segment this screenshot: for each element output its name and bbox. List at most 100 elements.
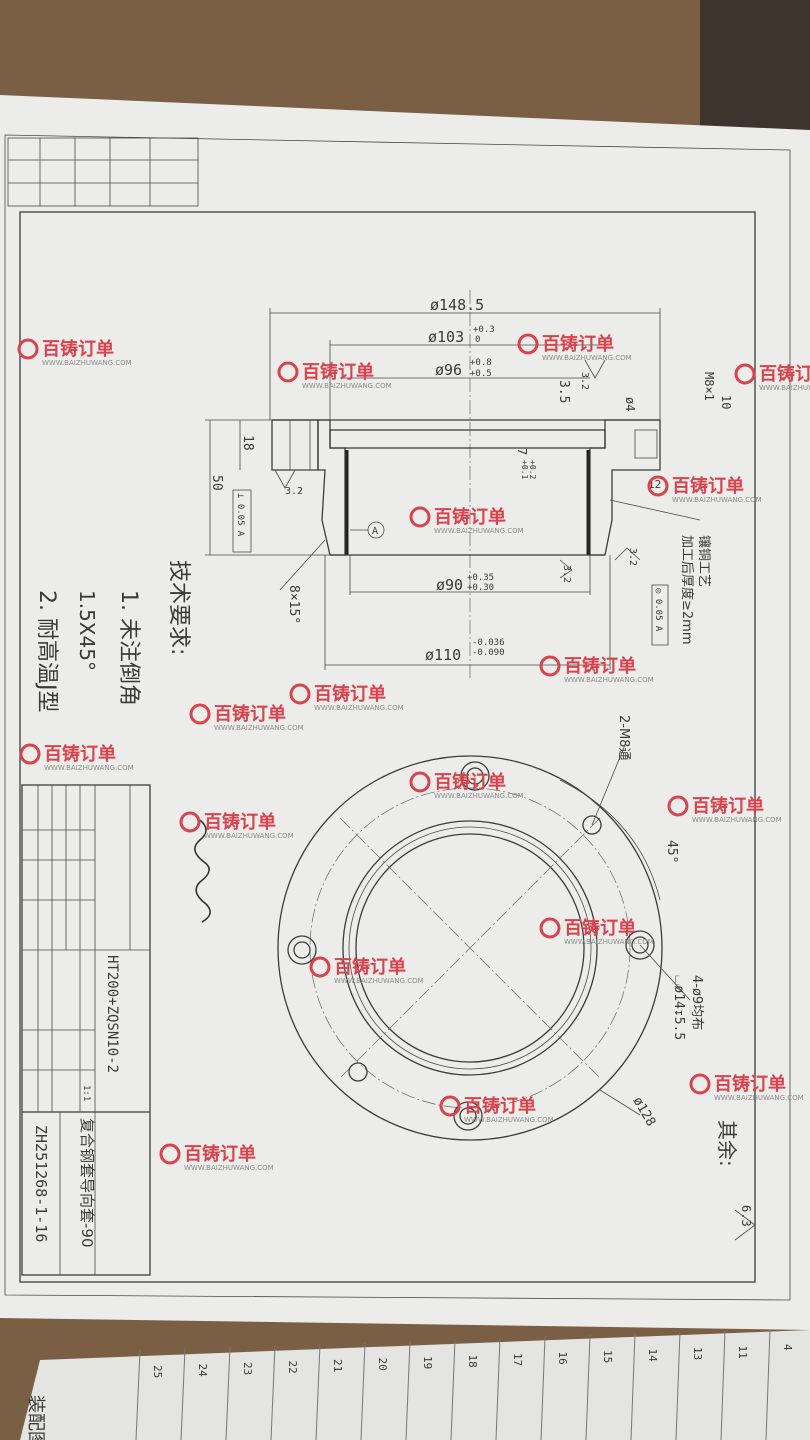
title-block: HT200+ZQSN10-2 1:1 复合钢套导向套-90 ZH251268-1…: [21, 784, 151, 1276]
part-name: 复合钢套导向套-90: [78, 1118, 96, 1248]
watermark-url: WWW.BAIZHUWANG.COM: [564, 676, 654, 684]
dim-7: 7: [515, 448, 529, 455]
watermark-logo-icon: [19, 743, 41, 765]
watermark-logo-icon: [179, 811, 201, 833]
tol-upper: -0.036: [472, 638, 505, 648]
row-divider: [630, 1333, 636, 1440]
row-divider: [495, 1337, 501, 1440]
material-spec: HT200+ZQSN10-2: [104, 955, 120, 1073]
watermark-logo-icon: [159, 1143, 181, 1165]
watermark-brand: 百铸订单: [434, 771, 506, 793]
watermark-brand: 百铸订单: [759, 363, 810, 385]
row-divider: [135, 1349, 141, 1440]
roughness-symbols: 3.2 3.2 3.2 3.2: [274, 359, 641, 583]
roughness-value: 3.2: [561, 565, 572, 583]
row-divider: [270, 1345, 276, 1440]
drawing-frame: [19, 211, 756, 1283]
dim-flange-dia: ø148.5: [430, 296, 484, 314]
watermark-brand: 百铸订单: [564, 917, 636, 939]
perpendicularity-callout: ⊥ 0.05 A: [235, 493, 245, 537]
watermark-brand: 百铸订单: [184, 1143, 256, 1165]
watermark-brand: 百铸订单: [214, 703, 286, 725]
watermark-logo-icon: [439, 1095, 461, 1117]
drawing-number: ZH251268-1-16: [32, 1125, 50, 1242]
row-divider: [675, 1331, 681, 1440]
watermark-brand: 百铸订单: [692, 795, 764, 817]
outer-frame: [4, 134, 791, 1301]
dark-corner: [700, 0, 810, 140]
holes-note: 4-ø9均布: [689, 975, 704, 1030]
row-divider: [720, 1330, 726, 1440]
watermark-brand: 百铸订单: [542, 333, 614, 355]
note-copper-process: 镶铜工艺: [696, 535, 712, 587]
row-number: 20: [376, 1358, 389, 1371]
watermark-url: WWW.BAIZHUWANG.COM: [184, 1164, 274, 1172]
bottom-plan-view: 2-M8通 45° 4-ø9均布 ⌴ø14↧5.5 ø128: [194, 715, 704, 1141]
bottom-caption: 装配图: [25, 1395, 46, 1440]
watermark-brand: 百铸订单: [672, 475, 744, 497]
tech-req-title: 技术要求:: [166, 560, 191, 655]
row-divider: [225, 1346, 231, 1440]
watermark-url: WWW.BAIZHUWANG.COM: [42, 359, 132, 367]
tol-lower: -0.090: [472, 648, 505, 658]
dim-hole: ø4: [623, 397, 637, 411]
counterbore-note: ⌴ø14↧5.5: [671, 975, 686, 1040]
watermark-brand: 百铸订单: [434, 506, 506, 528]
bolt-holes: [287, 761, 655, 1131]
watermark-logo-icon: [409, 506, 431, 528]
watermark-logo-icon: [667, 795, 689, 817]
tol-lower: +0.30: [467, 583, 494, 593]
thread-holes-note: 2-M8通: [616, 715, 631, 760]
dim-10: 10: [719, 395, 733, 409]
tol-lower: 0: [475, 335, 480, 345]
datum-label: A: [372, 526, 378, 537]
drawing-sheet: [0, 95, 810, 1330]
watermark-brand: 百铸订单: [314, 683, 386, 705]
row-number: 15: [601, 1350, 614, 1363]
row-number: 21: [331, 1359, 344, 1372]
row-number: 4: [781, 1344, 794, 1351]
tech-req-item: 2. 耐高温J型: [34, 590, 59, 712]
dim-thread: M8×1: [702, 372, 716, 401]
watermark-url: WWW.BAIZHUWANG.COM: [434, 792, 524, 800]
dim-depth: 3.5: [556, 380, 571, 403]
other-roughness-label: 其余:: [715, 1120, 739, 1167]
watermark-url: WWW.BAIZHUWANG.COM: [204, 832, 294, 840]
watermark-url: WWW.BAIZHUWANG.COM: [302, 382, 392, 390]
chamfer-dim: 8×15°: [286, 585, 301, 624]
tol-upper: +0.3: [473, 325, 495, 335]
tech-requirements: 技术要求: 1. 未注倒角 1.5X45° 2. 耐高温J型: [34, 560, 191, 712]
row-number: 14: [646, 1349, 659, 1363]
row-divider: [765, 1328, 771, 1440]
watermark-logo-icon: [689, 1073, 711, 1095]
watermark-brand: 百铸订单: [42, 338, 114, 360]
watermark-url: WWW.BAIZHUWANG.COM: [434, 527, 524, 535]
watermark-url: WWW.BAIZHUWANG.COM: [542, 354, 632, 362]
row-number: 23: [241, 1362, 254, 1375]
row-divider: [405, 1340, 411, 1440]
row-number: 16: [556, 1352, 569, 1365]
dim-groove-dia: ø96: [435, 361, 462, 379]
watermark-brand: 百铸订单: [204, 811, 276, 833]
watermark-logo-icon: [647, 475, 669, 497]
dim-flange-height: 18: [240, 435, 255, 451]
watermark-logo-icon: [409, 771, 431, 793]
watermark-logo-icon: [539, 655, 561, 677]
row-divider: [315, 1343, 321, 1440]
row-number: 11: [736, 1346, 749, 1359]
row-number: 25: [151, 1365, 164, 1378]
tol-upper: +0.35: [467, 573, 494, 583]
